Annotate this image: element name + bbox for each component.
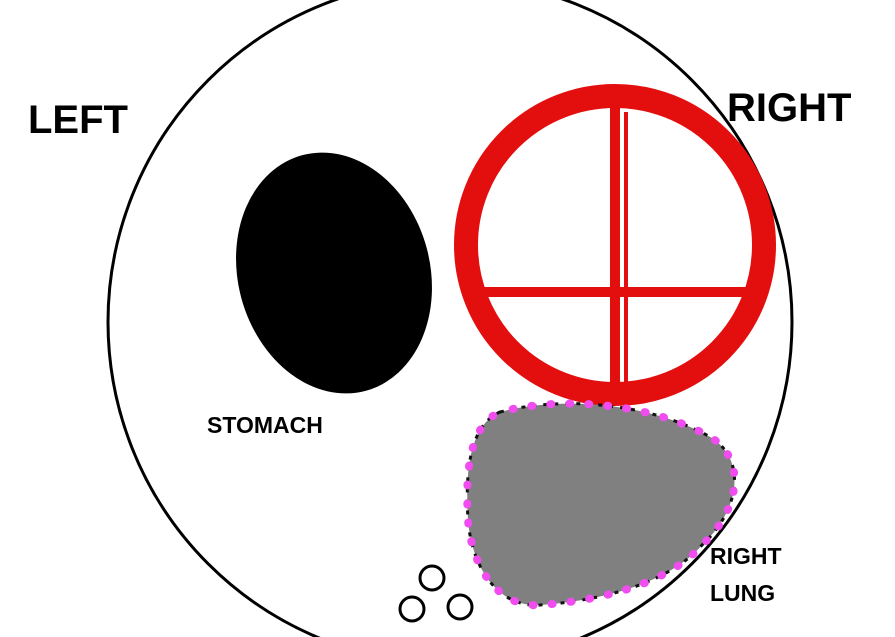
stomach-label: STOMACH xyxy=(207,412,323,438)
lung-blob-icon xyxy=(467,404,734,606)
circle-cluster-icon xyxy=(400,566,472,621)
lung-label-line2: LUNG xyxy=(710,580,775,606)
left-label: LEFT xyxy=(28,98,128,142)
heart-crosshair-icon xyxy=(466,96,764,394)
right-label: RIGHT xyxy=(727,86,851,130)
stomach-oval-icon xyxy=(210,130,459,415)
lung-label-line1: RIGHT xyxy=(710,543,782,569)
